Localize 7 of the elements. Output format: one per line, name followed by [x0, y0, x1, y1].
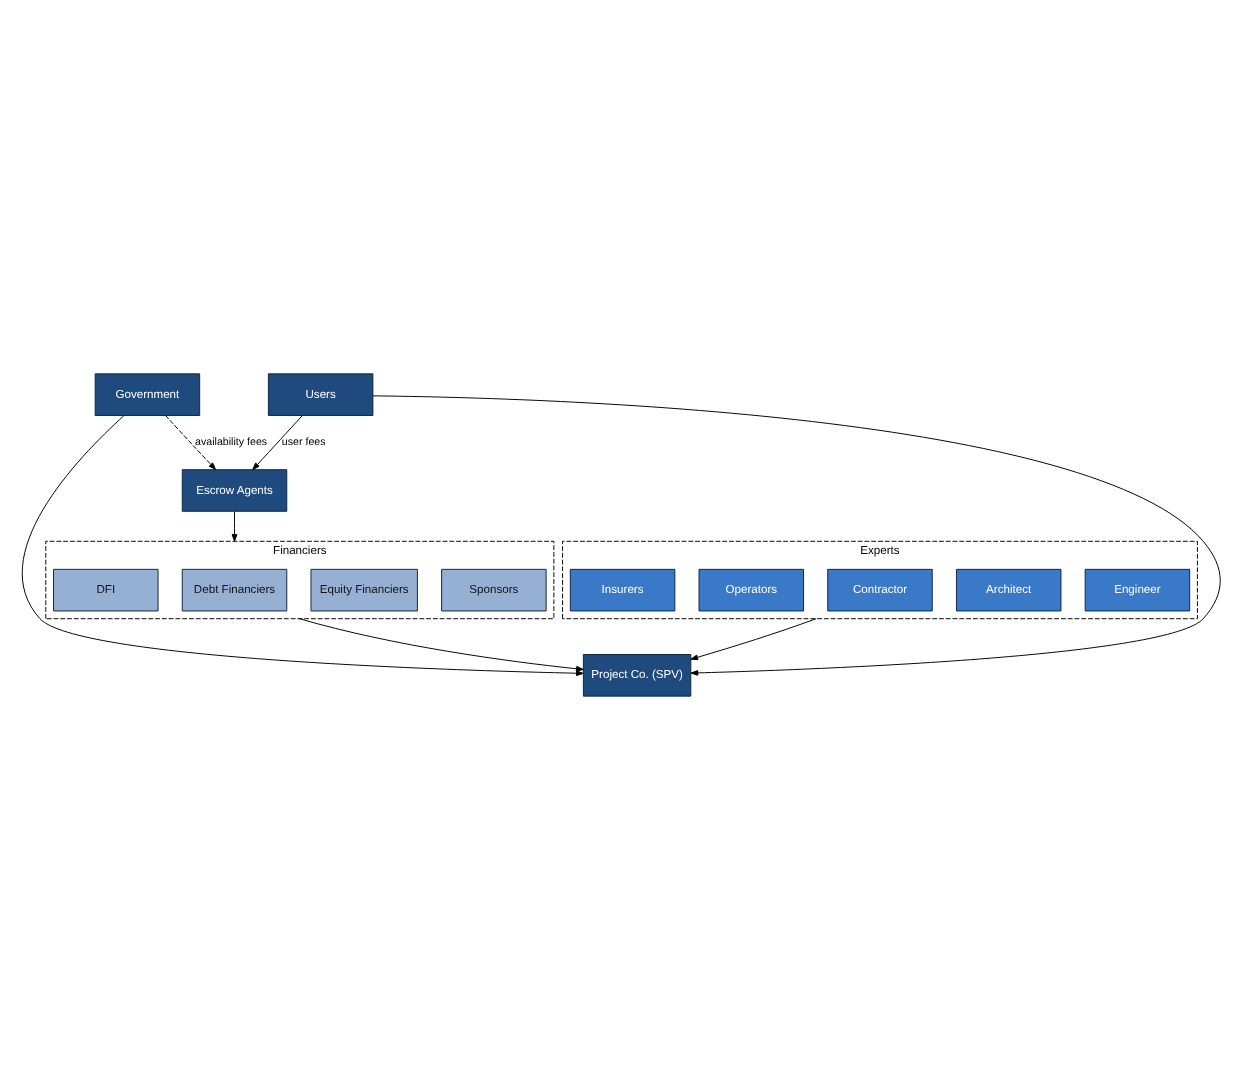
arrow	[372, 395, 1221, 676]
arrow	[22, 415, 584, 677]
arrow	[690, 618, 817, 661]
arrow	[298, 618, 584, 672]
arrow	[165, 415, 217, 470]
arrow	[231, 511, 238, 542]
arrow	[252, 415, 303, 471]
